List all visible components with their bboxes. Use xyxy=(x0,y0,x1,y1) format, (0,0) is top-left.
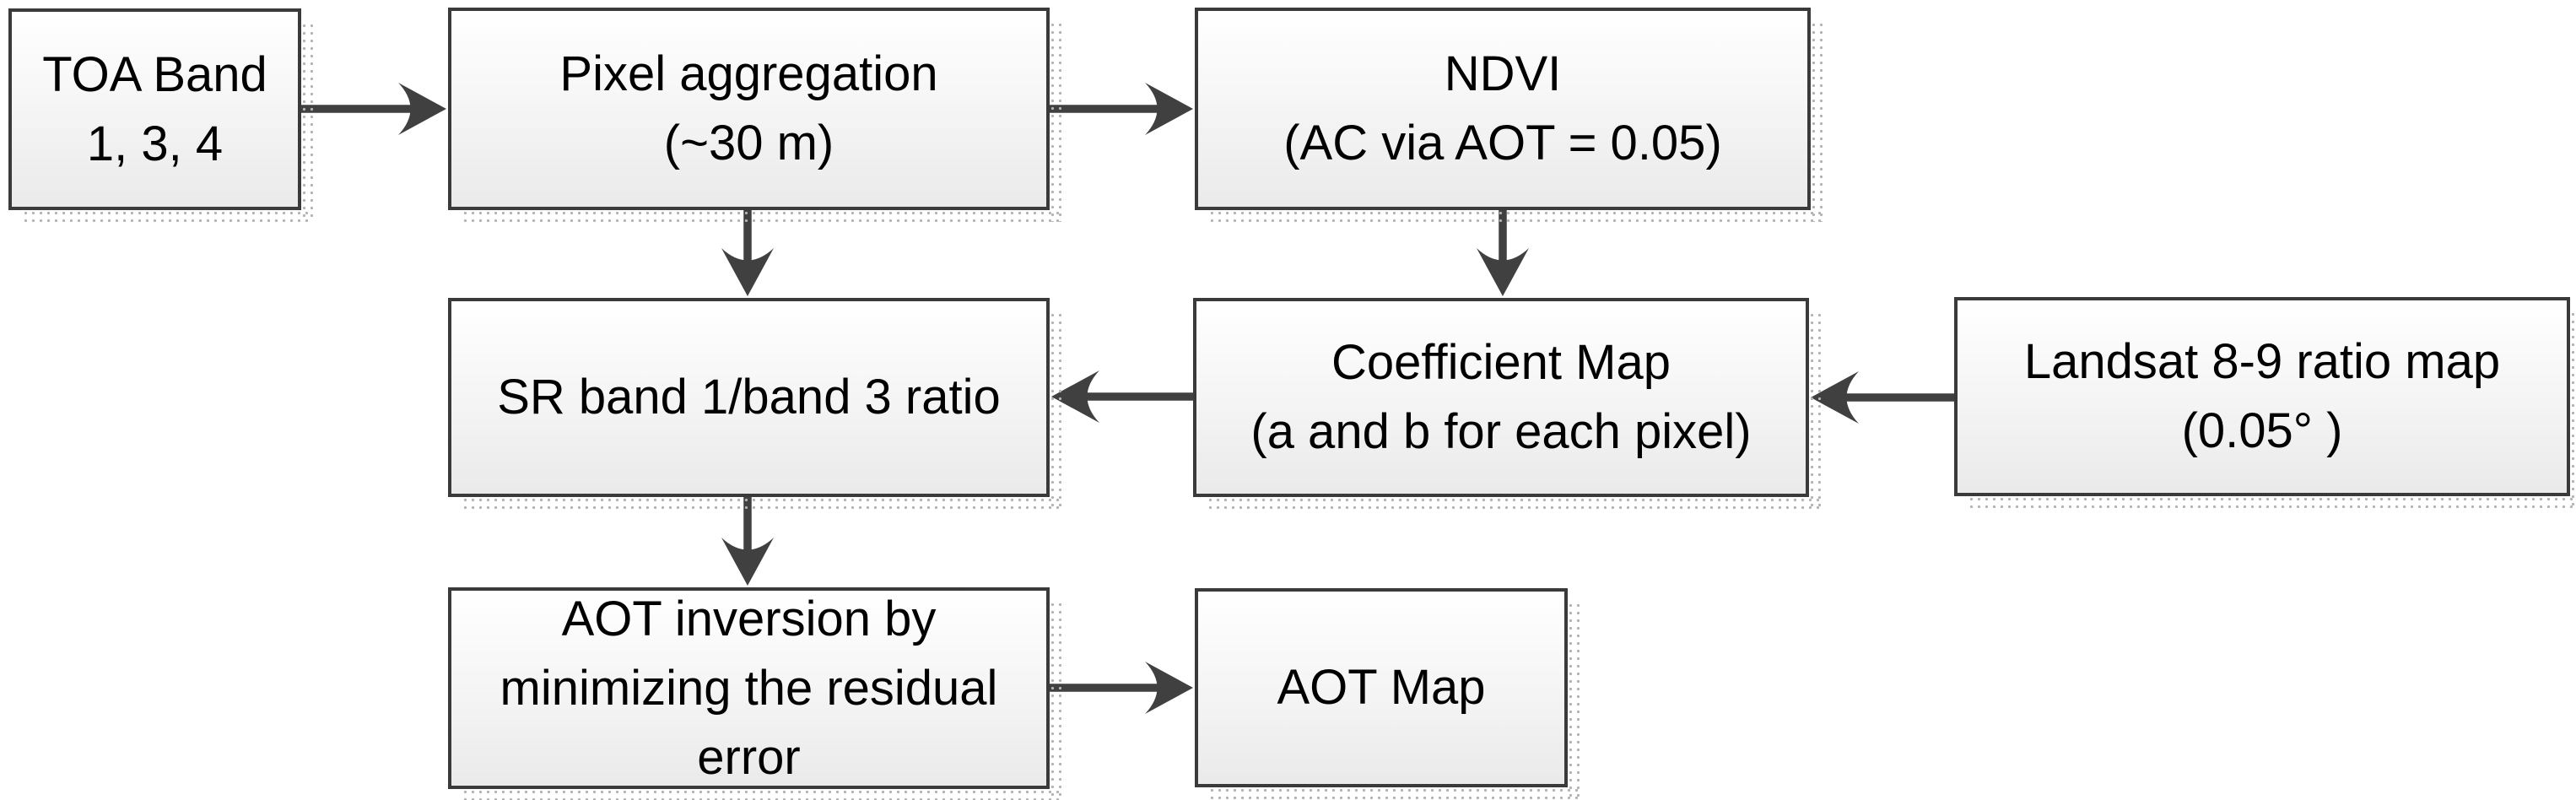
node-landsat-ratio-map-line-1: Landsat 8-9 ratio map xyxy=(2023,334,2501,389)
node-pixel-aggregation-line-2: (~30 m) xyxy=(663,116,834,170)
node-ndvi: NDVI (AC via AOT = 0.05) xyxy=(1195,8,1823,222)
node-sr-band-ratio-line-1: SR band 1/band 3 ratio xyxy=(497,370,1001,424)
node-aot-map-line-1: AOT Map xyxy=(1277,660,1486,715)
node-aot-inversion-line-2: minimizing the residual xyxy=(500,660,998,716)
node-aot-map: AOT Map xyxy=(1195,588,1580,799)
arrowhead-icon xyxy=(1477,248,1529,296)
node-aot-inversion-line-1: AOT inversion by xyxy=(561,591,937,646)
arrow-ndvi-to-coefficient-map xyxy=(1477,206,1529,296)
node-ndvi-line-2: (AC via AOT = 0.05) xyxy=(1283,116,1722,170)
arrowhead-icon xyxy=(1145,83,1193,135)
node-pixel-aggregation: Pixel aggregation (~30 m) xyxy=(448,8,1061,222)
node-toa-band: TOA Band 1, 3, 4 xyxy=(8,8,313,222)
arrow-coefficient-map-to-sr-band-ratio xyxy=(1051,370,1197,423)
node-coefficient-map-line-1: Coefficient Map xyxy=(1331,335,1671,390)
arrow-landsat-ratio-map-to-coefficient-map xyxy=(1811,371,1958,424)
arrow-pixel-aggregation-to-sr-band-ratio xyxy=(721,206,774,296)
arrowhead-icon xyxy=(721,538,774,586)
arrowhead-icon xyxy=(721,248,774,296)
node-sr-band-ratio: SR band 1/band 3 ratio xyxy=(448,298,1061,509)
node-coefficient-map: Coefficient Map (a and b for each pixel) xyxy=(1193,298,1821,509)
arrowhead-icon xyxy=(1145,662,1193,714)
node-aot-inversion: AOT inversion by minimizing the residual… xyxy=(448,587,1061,800)
node-toa-band-line-2: 1, 3, 4 xyxy=(86,116,224,171)
arrow-aot-inversion-to-aot-map xyxy=(1045,662,1193,714)
arrow-sr-band-ratio-to-aot-inversion xyxy=(721,493,774,586)
arrow-toa-band-to-pixel-aggregation xyxy=(297,83,446,135)
node-toa-band-line-1: TOA Band xyxy=(42,46,267,102)
node-landsat-ratio-map: Landsat 8-9 ratio map (0.05° ) xyxy=(1954,297,2576,508)
node-pixel-aggregation-line-1: Pixel aggregation xyxy=(559,46,938,101)
node-ndvi-line-1: NDVI xyxy=(1444,46,1562,101)
node-coefficient-map-line-2: (a and b for each pixel) xyxy=(1250,404,1752,459)
arrow-pixel-aggregation-to-ndvi xyxy=(1045,83,1193,135)
arrowhead-icon xyxy=(398,83,446,135)
node-aot-inversion-line-3: error xyxy=(697,729,801,785)
node-landsat-ratio-map-line-2: (0.05° ) xyxy=(2181,403,2343,458)
